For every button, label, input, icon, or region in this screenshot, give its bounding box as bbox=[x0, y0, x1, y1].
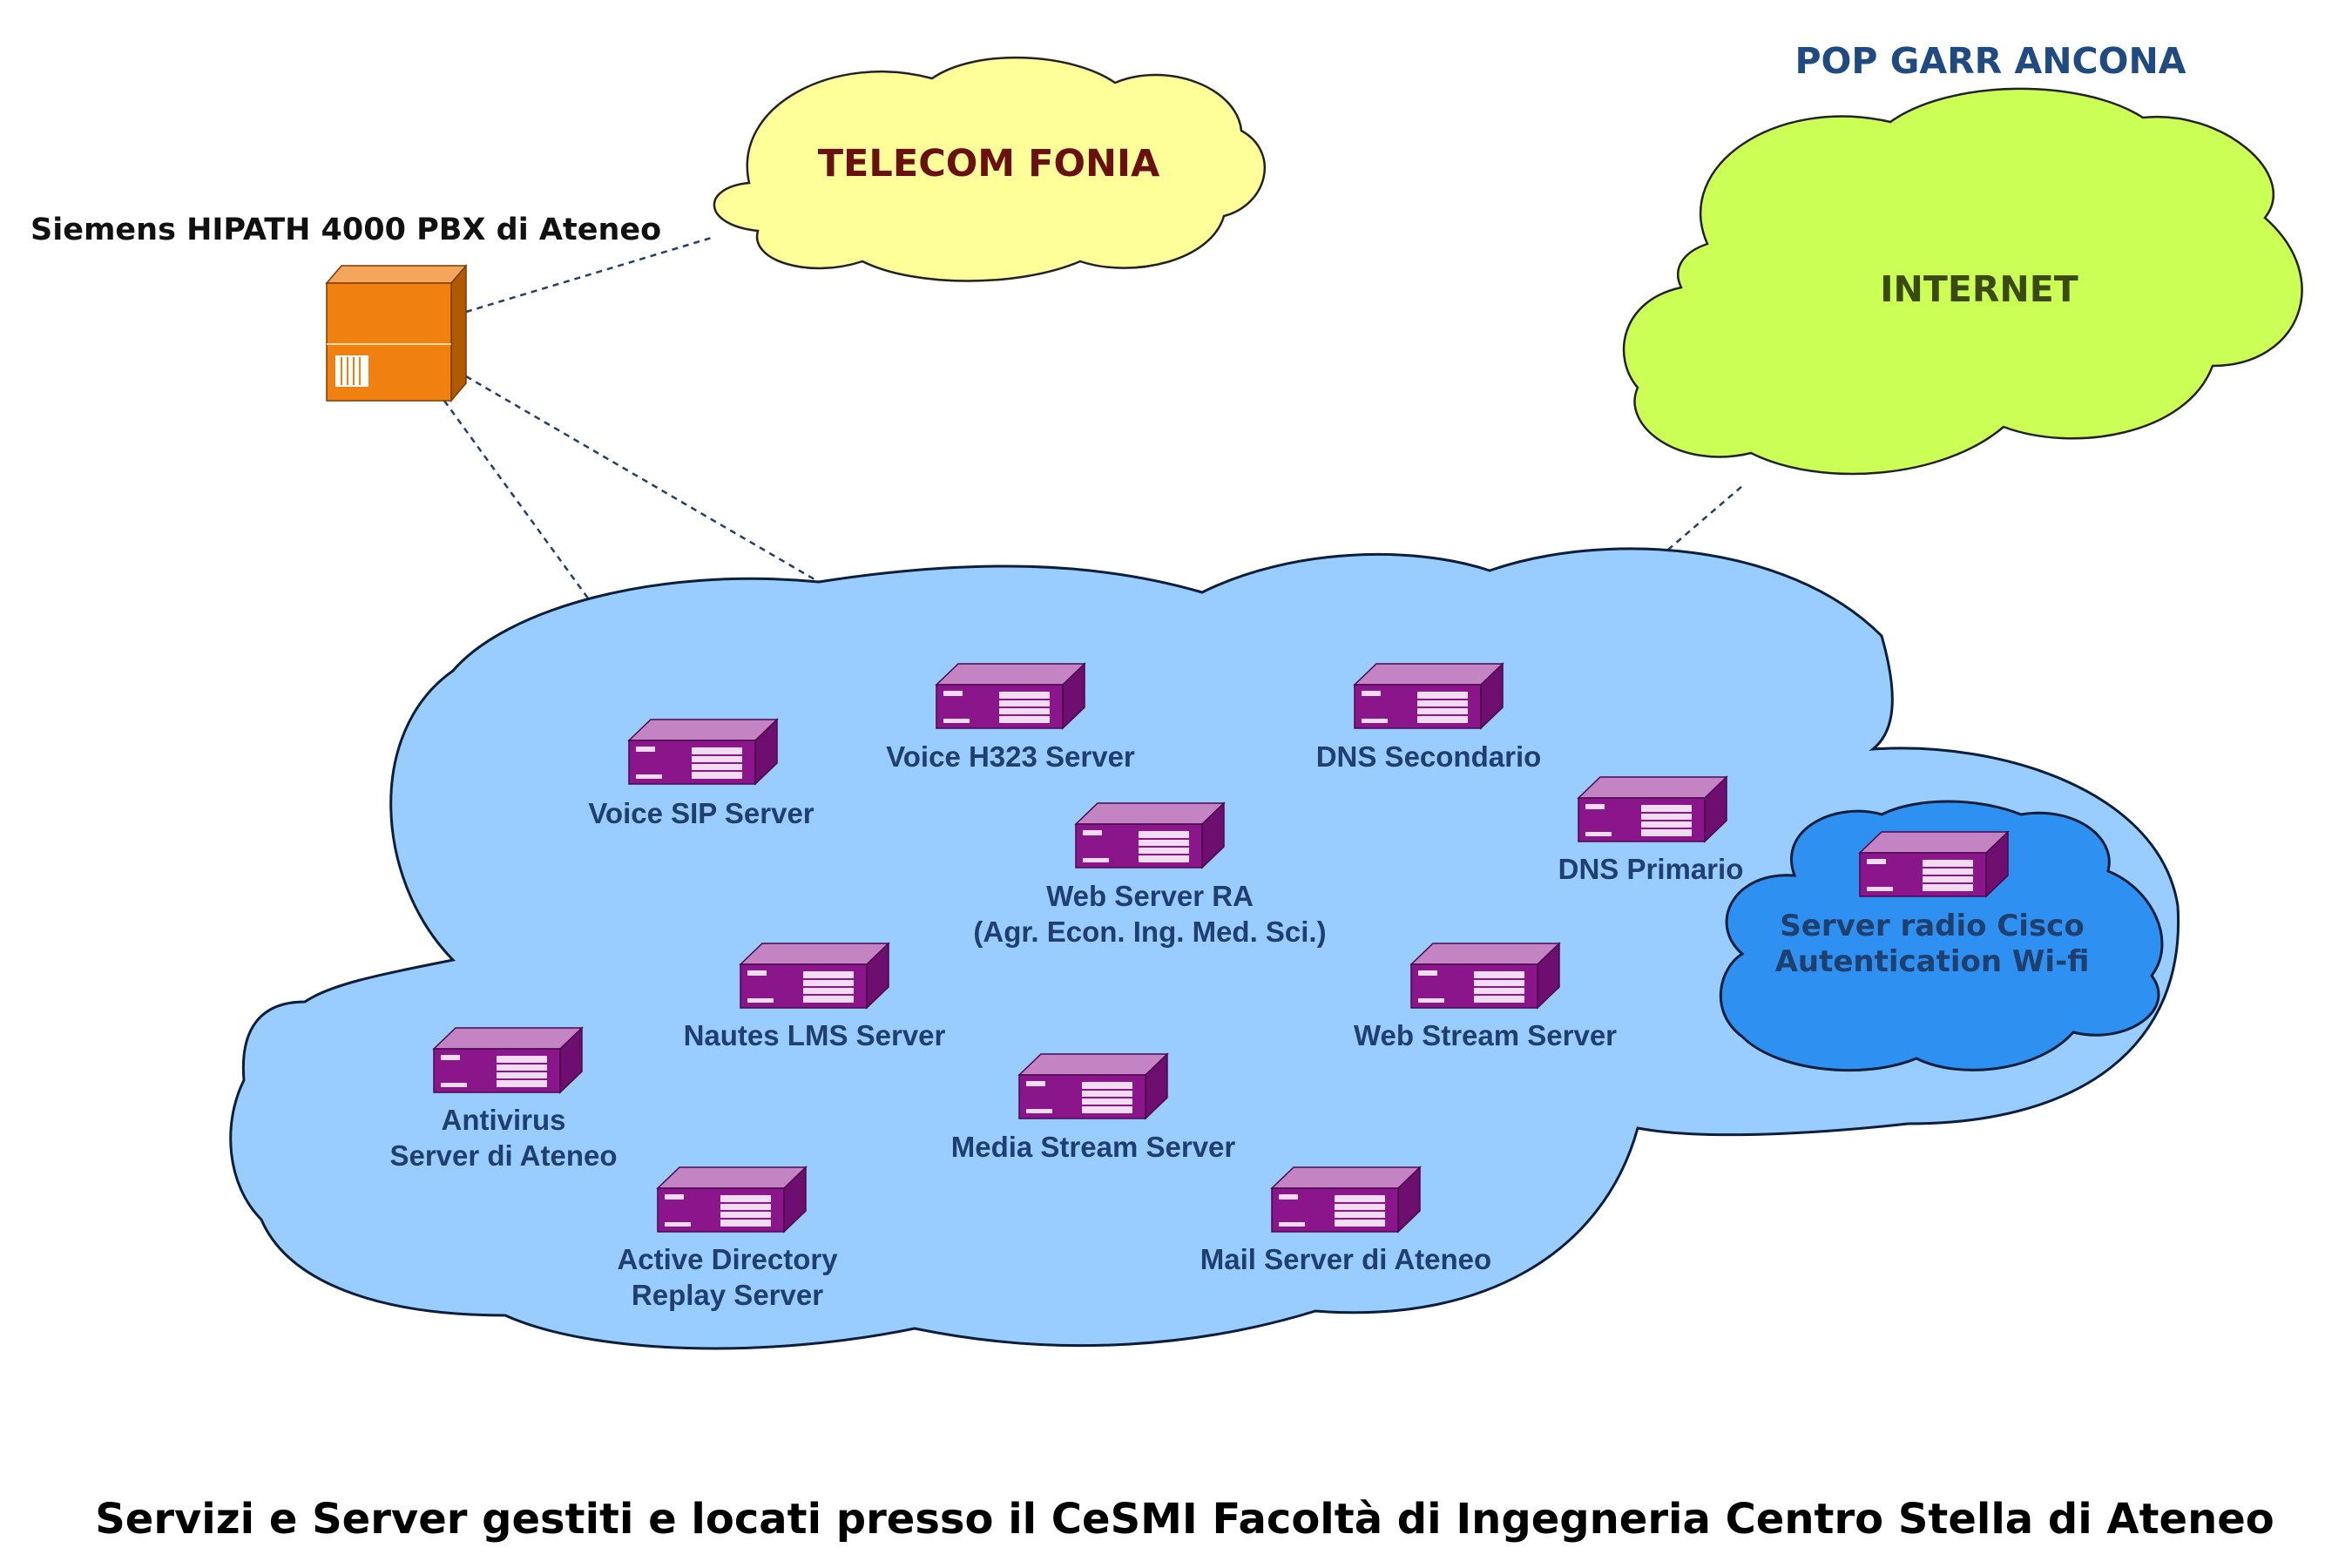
campus-internet-link bbox=[1650, 485, 1743, 565]
server-icon bbox=[1410, 943, 1560, 1009]
server-label: Voice H323 Server bbox=[886, 740, 1135, 773]
server-icon bbox=[433, 1027, 583, 1093]
server-label: Mail Server di Ateneo bbox=[1200, 1243, 1491, 1275]
server-antivirus: Antivirus Server di Ateneo bbox=[389, 1027, 618, 1172]
server-icon bbox=[740, 943, 889, 1009]
server-mail: Mail Server di Ateneo bbox=[1200, 1166, 1491, 1275]
cisco-label-line1: Server radio Cisco bbox=[1780, 909, 2084, 943]
pbx-campus-link-b bbox=[443, 400, 616, 635]
pbx-icon bbox=[325, 263, 468, 403]
server-web-stream: Web Stream Server bbox=[1354, 943, 1617, 1051]
server-label: Web Server RA bbox=[1046, 880, 1254, 912]
server-icon bbox=[1018, 1053, 1168, 1119]
pbx-hipath-4000: Siemens HIPATH 4000 PBX di Ateneo bbox=[30, 213, 661, 403]
cisco-label-line2: Autentication Wi-fi bbox=[1775, 944, 2090, 979]
server-icon bbox=[1075, 802, 1225, 868]
pbx-telecom-link bbox=[465, 235, 715, 314]
server-icon bbox=[1578, 776, 1727, 842]
server-label: Voice SIP Server bbox=[588, 797, 814, 829]
server-icon bbox=[628, 719, 778, 785]
server-label: DNS Secondario bbox=[1316, 740, 1542, 773]
server-nautes-lms: Nautes LMS Server bbox=[684, 943, 946, 1051]
server-label: Antivirus bbox=[441, 1104, 565, 1136]
server-label: Active Directory bbox=[617, 1243, 838, 1275]
server-icon bbox=[936, 663, 1085, 729]
server-icon bbox=[1859, 831, 2009, 897]
server-sublabel: Server di Ateneo bbox=[389, 1139, 617, 1172]
server-label: Media Stream Server bbox=[951, 1131, 1236, 1163]
server-active-directory: Active Directory Replay Server bbox=[617, 1166, 838, 1311]
server-dns-primario: DNS Primario bbox=[1558, 776, 1744, 885]
connections bbox=[443, 235, 1743, 635]
server-icon bbox=[657, 1166, 807, 1233]
server-voice-h323: Voice H323 Server bbox=[886, 663, 1135, 773]
server-icon bbox=[1354, 663, 1504, 729]
server-label: DNS Primario bbox=[1558, 853, 1744, 885]
server-web-server-ra: Web Server RA (Agr. Econ. Ing. Med. Sci.… bbox=[973, 802, 1327, 948]
server-label: Nautes LMS Server bbox=[684, 1019, 946, 1051]
internet-label: INTERNET bbox=[1880, 268, 2078, 310]
server-media-stream: Media Stream Server bbox=[951, 1053, 1236, 1163]
telecom-fonia-cloud: TELECOM FONIA bbox=[713, 56, 1266, 282]
diagram-caption: Servizi e Server gestiti e locati presso… bbox=[95, 1495, 2274, 1544]
server-cisco-radius bbox=[1859, 831, 2009, 897]
cisco-wifi-cloud: Server radio Cisco Autentication Wi-fi bbox=[1719, 800, 2164, 1072]
telecom-fonia-label: TELECOM FONIA bbox=[818, 142, 1160, 186]
server-voice-sip: Voice SIP Server bbox=[588, 719, 814, 829]
server-sublabel: Replay Server bbox=[632, 1279, 823, 1311]
server-label: Web Stream Server bbox=[1354, 1019, 1617, 1051]
pbx-campus-link-a bbox=[465, 375, 820, 584]
server-icon bbox=[1271, 1166, 1421, 1233]
pop-garr-ancona-label: POP GARR ANCONA bbox=[1794, 40, 2186, 82]
internet-cloud: INTERNET bbox=[1622, 87, 2303, 476]
server-dns-secondario: DNS Secondario bbox=[1316, 663, 1542, 773]
server-sublabel: (Agr. Econ. Ing. Med. Sci.) bbox=[973, 916, 1326, 948]
pbx-label: Siemens HIPATH 4000 PBX di Ateneo bbox=[30, 213, 661, 247]
